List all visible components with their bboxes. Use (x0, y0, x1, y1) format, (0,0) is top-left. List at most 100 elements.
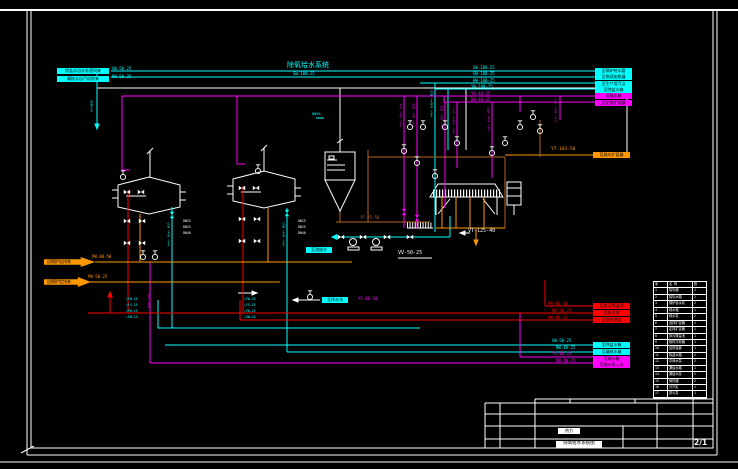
pipe-code-label: DW-40-25 (411, 103, 416, 127)
pipe-code-label: VT-125-40 (468, 228, 496, 234)
pipe-code-label: YW-100-25 (471, 84, 493, 89)
pipe-code-label: GW-40-25 (166, 222, 171, 246)
dest-flag: 至生产用汽点 (595, 81, 632, 87)
pipe-code-label: GW-100-25 (429, 90, 434, 117)
pipe-code-label: PW-50-25 (88, 274, 108, 279)
vessel-deaerator (429, 183, 504, 215)
pipe-code-label: ↓YS-25 (126, 303, 138, 307)
dest-flag: 至定排扩容器 (595, 100, 632, 106)
source-flag: 除盐水自水处理间来 (57, 68, 109, 74)
pipe-code-label: ↓GW-25 (126, 315, 138, 319)
pipe-code-label: DN25 (183, 219, 191, 223)
pipe-code-label: ↓FW-25 (126, 297, 138, 301)
pipe-code-label: PW-80-50 (92, 254, 112, 259)
piping-cyan (94, 70, 595, 353)
piping-red (88, 186, 593, 321)
vessel-tank-1 (117, 176, 181, 215)
piping-magenta (121, 95, 595, 364)
pipe-code-label: DN40 (183, 231, 191, 235)
pipe-code-label: DN50 (312, 112, 321, 116)
dest-flag: 至排污降温池 (593, 303, 630, 309)
pipe-code-label: VV-50-25 (398, 250, 423, 256)
title-block-stamp: 热力 (558, 428, 580, 434)
dest-flag: 至疏水箱 (595, 93, 632, 99)
source-arrow-flag: 自锅炉连排来 (44, 257, 95, 267)
pipe-code-label: ↓GW-25 (244, 315, 256, 319)
pipe-code-label: GW-100-25 (293, 71, 315, 76)
pipe-code-label: ↓YS-25 (244, 303, 256, 307)
pipe-code-label: DN25 (298, 219, 306, 223)
pipe-code-label: DW-40-25 (471, 97, 491, 102)
equipment-row: 序名 称数 (654, 282, 706, 289)
pipe-code-label: DN40 (298, 231, 306, 235)
dest-flag: 至锅炉给水管 (595, 68, 632, 74)
pipe-code-label: DN25 (298, 225, 306, 229)
dest-flag: 至热网加热器 (595, 74, 632, 80)
source-arrow-flag: 自锅炉定排来 (44, 277, 91, 287)
pipe-code-label: YS-40-25 (471, 91, 491, 96)
pipe-code-label: GW-100-25 (473, 71, 495, 76)
pipe-code-label: DW-40-25 (486, 107, 491, 131)
pipe-code-label: GW-50-25 (552, 338, 572, 343)
pipe-code-label: YS-40 (146, 293, 151, 308)
sheet-frame (0, 9, 738, 463)
pipe-code-label: DW-40-25 (556, 358, 576, 363)
pipe-code-label: GW-40-25 (281, 222, 286, 246)
pipe-code-label: PW-80-50 (548, 301, 568, 306)
dest-flag: 至排水沟 (322, 297, 348, 303)
pipe-code-label: PW-50-25 (552, 308, 572, 313)
dest-flag: 至凝结水箱 (593, 349, 630, 355)
equipment-outlines (97, 87, 630, 303)
vessel-cone-separator (324, 151, 356, 218)
dest-flag: 至疏水扩容器 (593, 152, 630, 158)
piping-orange (90, 154, 593, 283)
pipe-code-label: GW-50-25 (112, 66, 132, 71)
valve-symbols (119, 110, 544, 301)
pipe-code-label: ↓FW-25 (244, 297, 256, 301)
pipe-code-label: ↓PW-25 (126, 309, 138, 313)
page-number: 2/1 (694, 438, 708, 447)
pipe-code-label: DN25 (183, 225, 191, 229)
pipe-code-label: YF-75-50 (360, 215, 380, 220)
dest-flag: 至疏水泵入口 (593, 362, 630, 368)
dest-flag: 至除盐水箱 (593, 342, 630, 348)
pipe-code-label: DN25 (89, 100, 94, 112)
pipe-code-label: YS-80-50 (358, 296, 378, 301)
pipe-code-label: YS-40-25 (552, 351, 572, 356)
pipe-code-label: HW-100-25 (473, 78, 495, 83)
dest-flag: 至排污井 (593, 310, 630, 316)
source-flag: 凝结水自汽机房来 (57, 76, 109, 82)
piping-dark-orange (336, 120, 541, 228)
vessel-tank-2 (232, 170, 296, 209)
pipe-code-label: PW-40-25 (548, 315, 568, 320)
dest-flag: 至疏水箱 (593, 356, 630, 362)
pipe-code-label: YS-40-25 (398, 103, 403, 127)
pipe-code-label: HW-40-25 (439, 105, 444, 129)
pipe-code-label: YT-103-50 (551, 147, 576, 152)
pump-1 (349, 238, 357, 246)
dest-flag: 至疏放水 (306, 247, 332, 253)
vessel-small-column (506, 181, 522, 215)
pipe-code-label: YS-103-25 (451, 107, 456, 134)
dest-flag: 至除盐水箱 (595, 87, 632, 93)
pipe-code-label: GW-100-25 (473, 65, 495, 70)
pipe-code-label: ↓PW-25 (244, 309, 256, 313)
diagram-title: 除氧给水系统 (287, 61, 329, 69)
